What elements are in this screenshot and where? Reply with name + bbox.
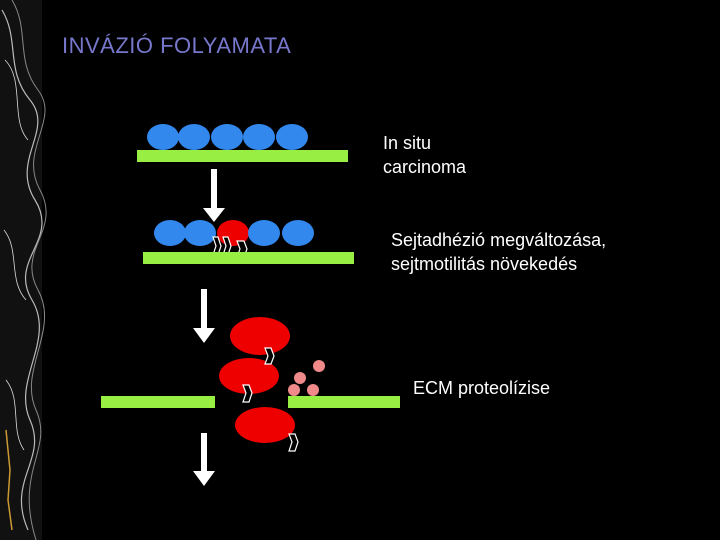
invasive-cell [230,317,290,355]
normal-cell [211,124,243,150]
protease-dot-icon [313,360,325,372]
invasive-cell [235,407,295,443]
down-arrow-icon [203,169,225,222]
basement-membrane-left [101,396,215,408]
slide-title: INVÁZIÓ FOLYAMATA [62,33,292,58]
stage2-label-line: sejtmotilitás növekedés [391,254,578,274]
basement-membrane-right [288,396,400,408]
stage2-label-line: Sejtadhézió megváltozása, [391,230,607,250]
normal-cell [184,220,216,246]
adhesion-molecule-icon [264,347,275,365]
protease-dot-icon [307,384,319,396]
normal-cell [178,124,210,150]
decorative-edge-texture [0,0,47,540]
stage1-label: In situ carcinoma [383,131,466,179]
stage1-label-line: carcinoma [383,157,467,177]
normal-cell [243,124,275,150]
protease-dot-icon [294,372,306,384]
invasive-cell [219,358,279,394]
stage1-group [137,124,348,162]
stage1-label-line: In situ [383,133,432,153]
normal-cell [282,220,314,246]
normal-cell [276,124,308,150]
stage3-label: ECM proteolízise [413,376,550,400]
stage3-label-line: ECM proteolízise [413,378,551,398]
protease-dot-icon [288,384,300,396]
basement-membrane [143,252,354,264]
normal-cell [248,220,280,246]
stage2-label: Sejtadhézió megváltozása, sejtmotilitás … [391,228,606,276]
basement-membrane [137,150,348,162]
normal-cell [147,124,179,150]
down-arrow-icon [193,289,215,343]
normal-cell [154,220,186,246]
down-arrow-icon [193,433,215,486]
adhesion-molecule-icon [242,384,253,403]
stage3-group [101,317,400,452]
stage2-group [143,220,354,264]
adhesion-molecule-icon [288,433,299,452]
